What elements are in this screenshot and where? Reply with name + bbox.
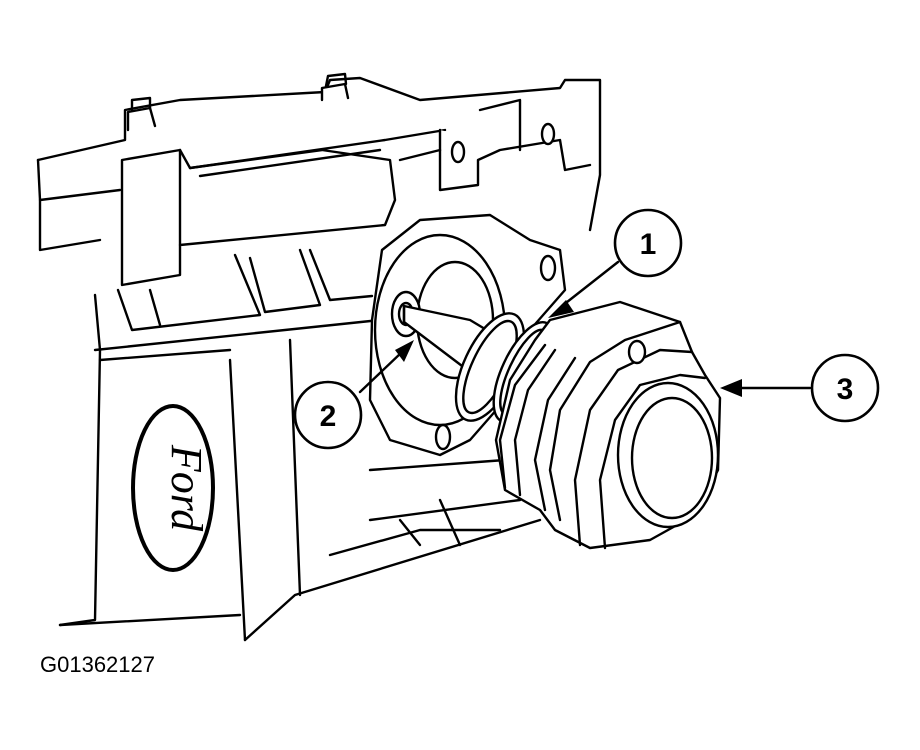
callout-2-circle: [293, 380, 363, 450]
callout-1-label: 1: [640, 228, 657, 261]
callout-1: 1: [613, 208, 683, 278]
callout-3-circle: [810, 353, 880, 423]
pump-face: [616, 381, 720, 529]
callout-1-circle: [613, 208, 683, 278]
callout-3: 3: [810, 353, 880, 423]
ford-logo: Ford: [131, 404, 215, 572]
logo-oval: [131, 404, 215, 572]
callout-3-arrowhead: [720, 379, 742, 397]
callout-1-arrowhead: [548, 300, 574, 318]
engine-block: [36, 72, 602, 642]
callout-2: 2: [293, 380, 363, 450]
pump-assembly: [494, 300, 722, 550]
callout-2-arrowhead: [395, 340, 414, 362]
logo-text: Ford: [162, 444, 211, 532]
callout-2-label: 2: [320, 400, 337, 433]
callout-3-label: 3: [837, 373, 854, 406]
drawing-code: G01362127: [40, 652, 155, 677]
callout-leaders: [358, 260, 812, 397]
